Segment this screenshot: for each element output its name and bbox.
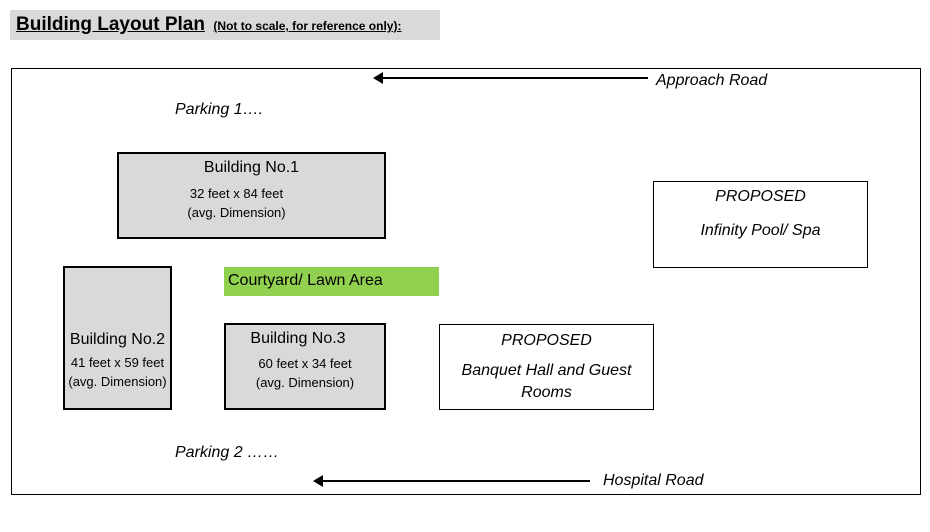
title-note: (Not to scale, for reference only): [213,19,402,33]
building-3: Building No.3 60 feet x 34 feet (avg. Di… [224,323,386,410]
courtyard-lawn-area: Courtyard/ Lawn Area [224,267,439,296]
title-bar: Building Layout Plan (Not to scale, for … [10,10,440,40]
building-2-dimension: 41 feet x 59 feet [70,355,165,370]
parking-1-label: Parking 1…. [175,101,264,118]
parking-2-label: Parking 2 …… [175,444,280,461]
proposed-pool-name: Infinity Pool/ Spa [700,222,821,239]
hospital-road-arrow [313,475,590,487]
building-1-dimension-note: (avg. Dimension) [187,205,286,220]
approach-road-label: Approach Road [656,72,768,89]
proposed-banquet-name: Banquet Hall and Guest Rooms [461,362,632,401]
proposed-pool-box: PROPOSED Infinity Pool/ Spa [653,181,868,268]
approach-road-arrow [373,72,648,84]
building-3-dimension: 60 feet x 34 feet [258,356,352,371]
proposed-pool-label: PROPOSED [715,188,806,205]
building-1-name: Building No.1 [203,159,300,176]
proposed-banquet-box: PROPOSED Banquet Hall and Guest Rooms [439,324,654,410]
building-3-name: Building No.3 [250,330,346,347]
building-2: Building No.2 41 feet x 59 feet (avg. Di… [63,266,172,410]
proposed-banquet-label: PROPOSED [501,332,592,349]
page-title: Building Layout Plan [16,14,205,35]
building-1-dimension: 32 feet x 84 feet [189,186,284,201]
building-2-dimension-note: (avg. Dimension) [68,374,167,389]
hospital-road-label: Hospital Road [603,472,704,489]
site-boundary [11,68,921,495]
building-2-name: Building No.2 [69,331,166,348]
building-1: Building No.1 32 feet x 84 feet (avg. Di… [117,152,386,239]
building-3-dimension-note: (avg. Dimension) [255,375,355,390]
